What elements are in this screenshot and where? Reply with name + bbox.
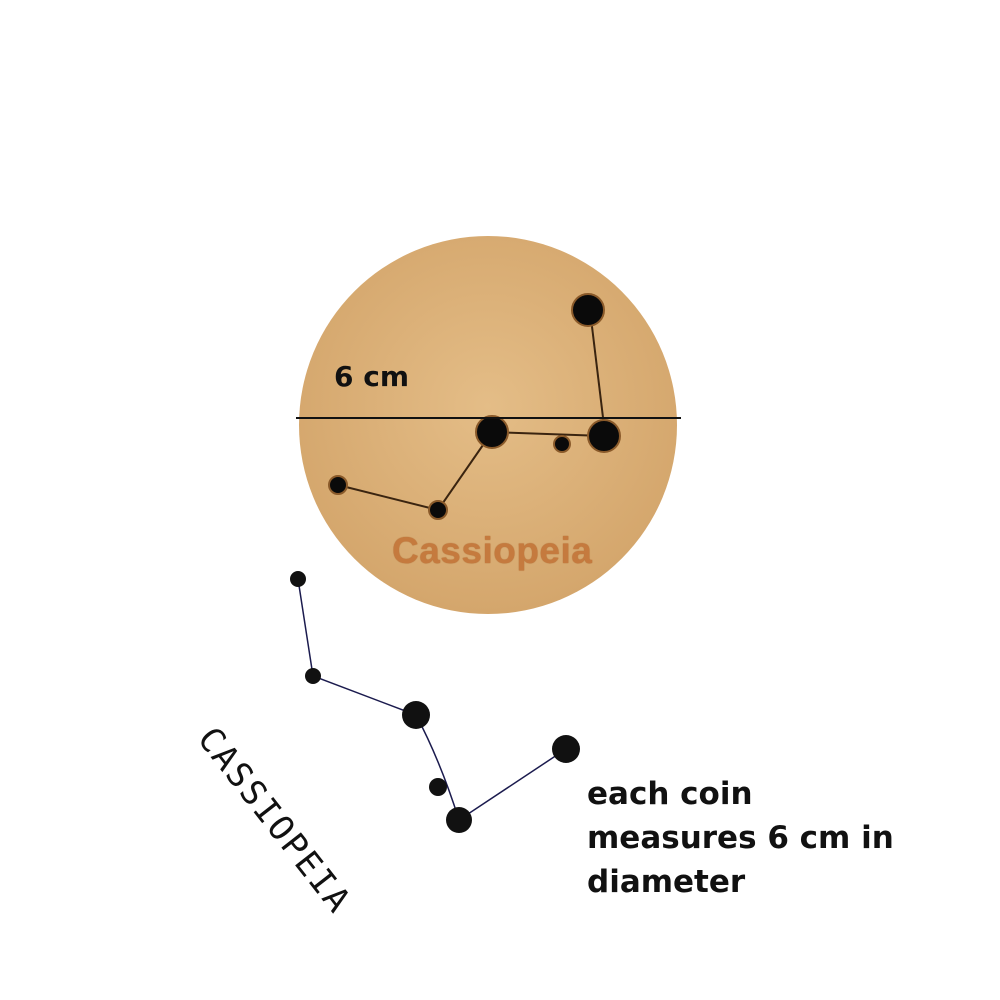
diameter-label: 6 cm	[334, 360, 410, 393]
caption-line: measures 6 cm in	[587, 820, 894, 856]
drawn-stars	[290, 571, 580, 833]
coin-star-holes	[328, 293, 621, 520]
caption-line: each coin	[587, 776, 753, 812]
caption: each coin measures 6 cm in diameter	[587, 772, 894, 904]
caption-line: diameter	[587, 864, 746, 900]
engraved-name: Cassiopeia	[392, 530, 593, 571]
